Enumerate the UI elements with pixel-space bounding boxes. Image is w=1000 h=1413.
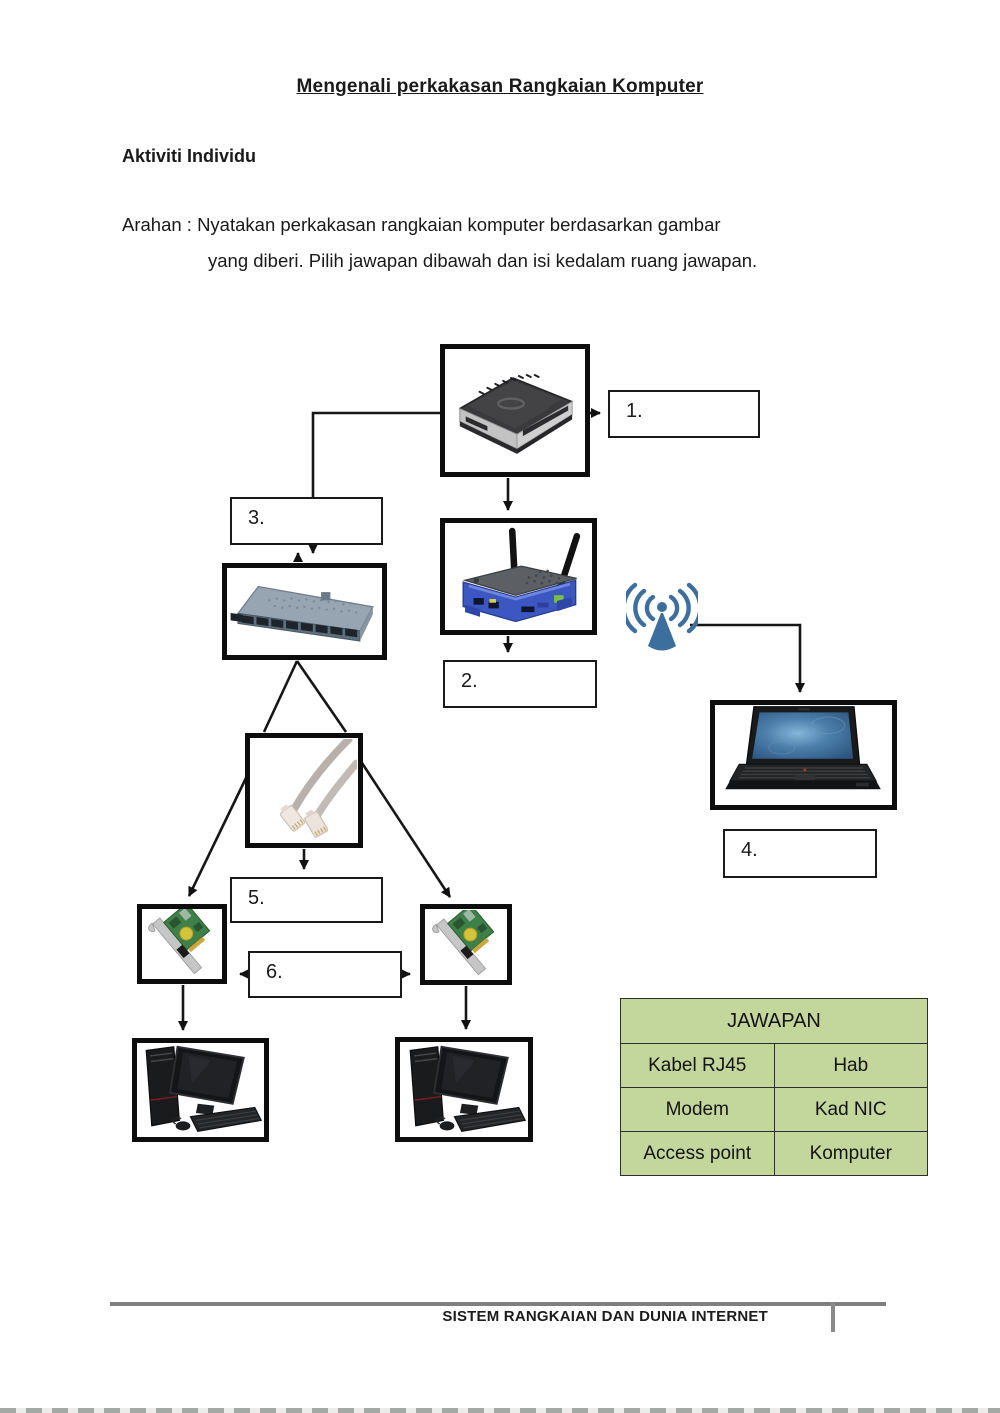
hub-switch-photo bbox=[230, 585, 374, 642]
page-title: Mengenali perkakasan Rangkaian Komputer bbox=[296, 76, 704, 97]
answer-box-2-label: 2. bbox=[461, 670, 478, 692]
desktop-computer-photo-right bbox=[409, 1045, 526, 1132]
page-bottom-edge bbox=[0, 1408, 1000, 1413]
footer-divider-line bbox=[110, 1302, 886, 1306]
rj45-cable-photo bbox=[279, 739, 357, 838]
modem-image-box bbox=[440, 344, 590, 477]
answer-box-6-label: 6. bbox=[266, 961, 283, 983]
instruction-line-1: Arahan : Nyatakan perkakasan rangkaian k… bbox=[122, 214, 721, 235]
answer-box-4[interactable]: 4. bbox=[723, 829, 877, 878]
rj45-cable-image-box bbox=[245, 733, 363, 848]
access-point-icon bbox=[626, 582, 698, 651]
activity-heading: Aktiviti Individu bbox=[122, 146, 257, 166]
answer-box-6[interactable]: 6. bbox=[248, 951, 402, 998]
desktop-computer-photo-left bbox=[145, 1045, 263, 1133]
answers-table: JAWAPAN Kabel RJ45 Hab Modem Kad NIC Acc… bbox=[620, 998, 928, 1176]
nic-card-right-image-box bbox=[420, 904, 512, 985]
answer-box-4-label: 4. bbox=[741, 839, 758, 861]
computer-left-image-box bbox=[132, 1038, 269, 1142]
answer-option-access-point: Access point bbox=[620, 1131, 775, 1176]
footer-divider-tick bbox=[831, 1302, 835, 1332]
answer-option-kabel-rj45: Kabel RJ45 bbox=[620, 1043, 775, 1088]
wireless-router-photo bbox=[462, 527, 581, 623]
laptop-photo bbox=[725, 706, 881, 790]
answer-option-komputer: Komputer bbox=[773, 1131, 928, 1176]
computer-right-image-box bbox=[395, 1037, 533, 1142]
answer-box-5[interactable]: 5. bbox=[230, 877, 383, 923]
answer-box-3[interactable]: 3. bbox=[230, 497, 383, 545]
modem-photo bbox=[459, 374, 573, 454]
nic-card-left-image-box bbox=[137, 904, 227, 984]
nic-card-photo-left bbox=[148, 909, 211, 975]
answer-box-2[interactable]: 2. bbox=[443, 660, 597, 708]
answer-box-3-label: 3. bbox=[248, 507, 265, 529]
answer-option-hab: Hab bbox=[773, 1043, 928, 1088]
footer-text: SISTEM RANGKAIAN DAN DUNIA INTERNET bbox=[442, 1308, 768, 1325]
nic-card-photo-right bbox=[432, 909, 495, 975]
answer-option-modem: Modem bbox=[620, 1087, 775, 1132]
answer-box-1[interactable]: 1. bbox=[608, 390, 760, 438]
hub-image-box bbox=[222, 563, 387, 660]
answers-table-header: JAWAPAN bbox=[620, 998, 928, 1044]
instruction-line-2: yang diberi. Pilih jawapan dibawah dan i… bbox=[208, 250, 758, 271]
answer-box-1-label: 1. bbox=[626, 400, 643, 422]
laptop-image-box bbox=[710, 700, 897, 810]
answer-option-kad-nic: Kad NIC bbox=[773, 1087, 928, 1132]
router-image-box bbox=[440, 518, 597, 635]
answer-box-5-label: 5. bbox=[248, 887, 265, 909]
